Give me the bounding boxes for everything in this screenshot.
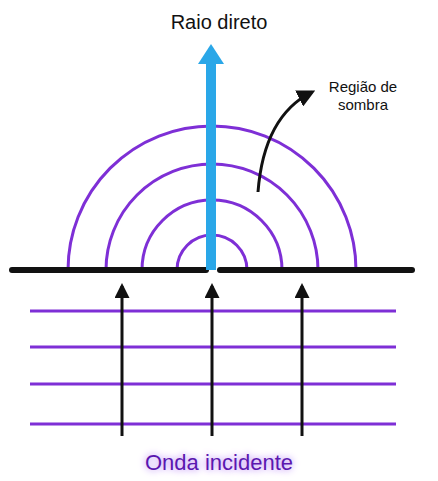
incident-rays xyxy=(122,286,302,436)
ray-arrow xyxy=(301,286,304,436)
ray-arrow xyxy=(121,286,124,436)
region-label: Região de sombra xyxy=(316,78,410,114)
direct-ray-shaft xyxy=(206,62,216,270)
ray-label: Raio direto xyxy=(119,10,319,34)
barrier-wall xyxy=(12,267,206,273)
leader-arrow xyxy=(258,92,312,192)
direct-ray-head xyxy=(198,44,224,64)
wave-label: Onda incidente xyxy=(69,450,369,476)
barrier-wall xyxy=(220,267,412,273)
direct-ray xyxy=(198,44,224,270)
ray-arrow xyxy=(211,286,214,436)
